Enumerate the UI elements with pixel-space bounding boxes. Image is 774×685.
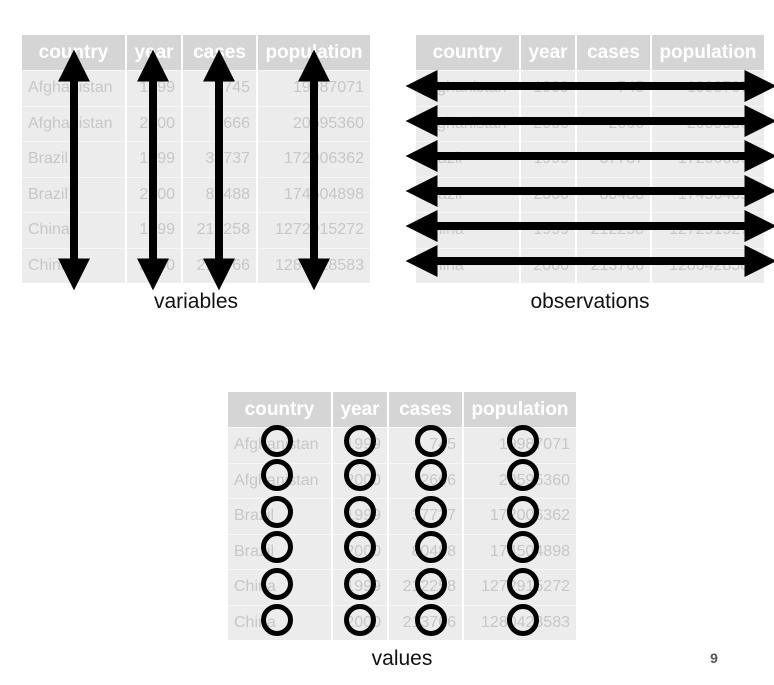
value-circle bbox=[507, 604, 539, 636]
value-circle bbox=[415, 568, 447, 600]
value-circle bbox=[344, 568, 376, 600]
value-circles bbox=[261, 425, 539, 636]
value-circle bbox=[415, 425, 447, 457]
value-circle bbox=[415, 459, 447, 491]
variables-caption: variables bbox=[153, 290, 239, 313]
value-circle bbox=[415, 531, 447, 563]
column-header-country: country bbox=[228, 392, 333, 428]
cell-country: Brazil bbox=[228, 498, 333, 534]
cell-country: Afghanistan bbox=[228, 427, 333, 463]
value-circle bbox=[261, 531, 293, 563]
value-circle bbox=[507, 531, 539, 563]
column-header-population: population bbox=[651, 35, 764, 71]
value-circle bbox=[507, 459, 539, 491]
column-header-year: year bbox=[332, 392, 389, 428]
value-circle bbox=[261, 604, 293, 636]
page-number: 9 bbox=[710, 650, 718, 666]
value-circle bbox=[507, 496, 539, 528]
column-header-country: country bbox=[416, 35, 521, 71]
column-header-cases: cases bbox=[576, 35, 652, 71]
value-circle bbox=[507, 568, 539, 600]
value-circle bbox=[261, 496, 293, 528]
value-circle bbox=[415, 604, 447, 636]
value-circle bbox=[261, 459, 293, 491]
column-header-year: year bbox=[520, 35, 577, 71]
cell-country: Afghanistan bbox=[228, 462, 333, 499]
value-circle bbox=[261, 425, 293, 457]
value-circle bbox=[344, 459, 376, 491]
observations-caption: observations bbox=[530, 290, 650, 313]
value-circle bbox=[415, 496, 447, 528]
values-caption: values bbox=[371, 647, 433, 670]
value-circle bbox=[261, 568, 293, 600]
column-header-population: population bbox=[463, 392, 576, 428]
value-circle bbox=[344, 604, 376, 636]
value-circle bbox=[344, 531, 376, 563]
value-circle bbox=[344, 425, 376, 457]
value-circle bbox=[344, 496, 376, 528]
value-circle bbox=[507, 425, 539, 457]
cell-population: 1280428583 bbox=[463, 604, 576, 640]
column-header-cases: cases bbox=[388, 392, 464, 428]
